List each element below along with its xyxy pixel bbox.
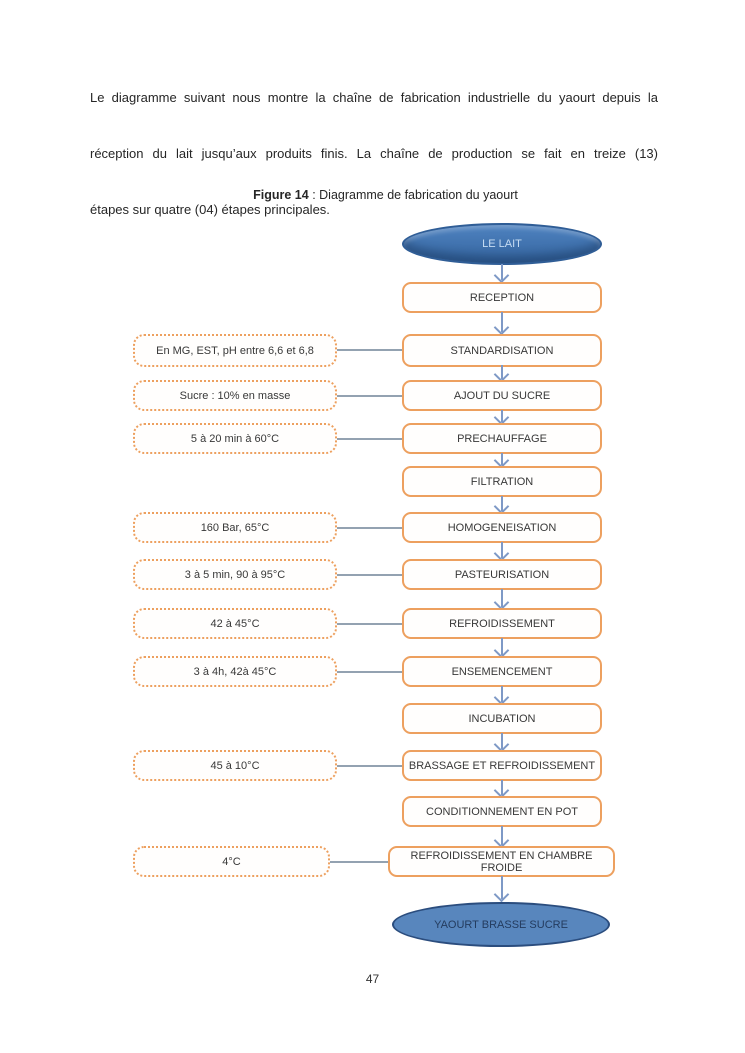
figure-caption: Figure 14 : Diagramme de fabrication du … [0,188,745,202]
page-number: 47 [365,972,380,986]
flow-note-chambre-froide: 4°C [133,846,330,877]
flow-note-pasteurisation: 3 à 5 min, 90 à 95°C [133,559,337,590]
paragraph-line: étapes sur quatre (04) étapes principale… [90,202,330,217]
flow-step-prechauffage: PRECHAUFFAGE [402,423,602,454]
flow-step-standardisation: STANDARDISATION [402,334,602,367]
flow-step-refroidissement: REFROIDISSEMENT [402,608,602,639]
flow-step-pasteurisation: PASTEURISATION [402,559,602,590]
arrow-down-icon [494,780,510,798]
flow-note-brassage: 45 à 10°C [133,750,337,781]
connector-line [337,349,402,351]
connector-line [337,671,402,673]
flow-step-reception: RECEPTION [402,282,602,313]
flow-note-prechauffage: 5 à 20 min à 60°C [133,423,337,454]
connector-line [337,395,402,397]
arrow-down-icon [494,876,510,902]
paragraph-line: Le diagramme suivant nous montre la chaî… [90,90,658,105]
arrow-down-icon [494,733,510,752]
flow-start-node: LE LAIT [402,223,602,265]
flow-note-ajout-du-sucre: Sucre : 10% en masse [133,380,337,411]
connector-line [330,861,388,863]
arrow-down-icon [494,365,510,382]
connector-line [337,438,402,440]
arrow-down-icon [494,496,510,514]
flow-step-brassage-et-refroidissement: BRASSAGE ET REFROIDISSEMENT [402,750,602,781]
flow-step-ensemencement: ENSEMENCEMENT [402,656,602,687]
arrow-down-icon [494,542,510,561]
arrow-down-icon [494,453,510,468]
figure-caption-label: Figure 14 [253,188,309,202]
connector-line [337,623,402,625]
arrow-down-icon [494,638,510,658]
flow-end-node: YAOURT BRASSE SUCRE [392,902,610,947]
arrow-down-icon [494,589,510,610]
flow-note-ensemencement: 3 à 4h, 42à 45°C [133,656,337,687]
flow-step-ajout-du-sucre: AJOUT DU SUCRE [402,380,602,411]
flow-step-homogeneisation: HOMOGENEISATION [402,512,602,543]
flow-note-refroidissement: 42 à 45°C [133,608,337,639]
arrow-down-icon [494,264,510,283]
flow-step-conditionnement-en-pot: CONDITIONNEMENT EN POT [402,796,602,827]
paragraph-line: réception du lait jusqu’aux produits fin… [90,146,658,161]
flow-step-refroidissement-chambre-froide: REFROIDISSEMENT EN CHAMBRE FROIDE [388,846,615,877]
intro-paragraph: Le diagramme suivant nous montre la chaî… [90,84,658,224]
arrow-down-icon [494,686,510,705]
arrow-down-icon [494,312,510,335]
arrow-down-icon [494,826,510,848]
flow-note-homogeneisation: 160 Bar, 65°C [133,512,337,543]
arrow-down-icon [494,410,510,425]
figure-caption-text: : Diagramme de fabrication du yaourt [312,188,518,202]
flow-note-standardisation: En MG, EST, pH entre 6,6 et 6,8 [133,334,337,367]
flow-step-filtration: FILTRATION [402,466,602,497]
flow-step-incubation: INCUBATION [402,703,602,734]
connector-line [337,574,402,576]
connector-line [337,527,402,529]
connector-line [337,765,402,767]
